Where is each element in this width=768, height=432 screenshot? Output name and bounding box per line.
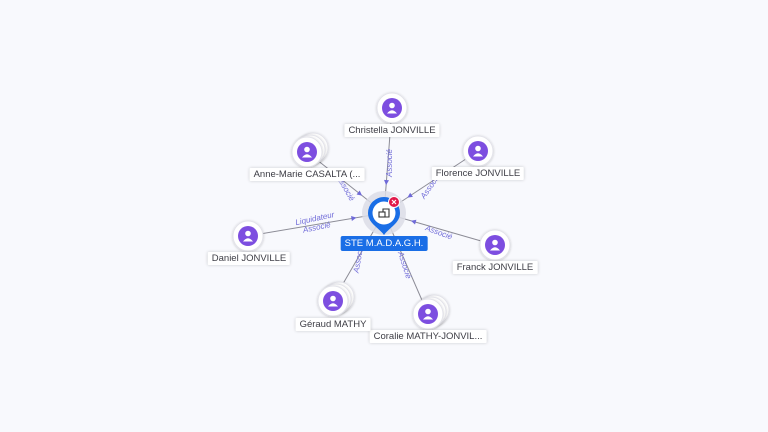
person-node-daniel[interactable] — [232, 220, 264, 252]
edge-role-label: Associé — [385, 148, 394, 178]
company-pin-inner — [372, 201, 396, 225]
person-name-label[interactable]: Coralie MATHY-JONVIL... — [369, 330, 487, 343]
person-name-label[interactable]: Florence JONVILLE — [431, 167, 525, 180]
edge-arrow-icon — [356, 190, 363, 196]
edge-role-label: LiquidateurAssocié — [295, 210, 338, 236]
person-icon — [328, 295, 338, 307]
person-icon — [473, 145, 483, 157]
person-icon — [423, 308, 433, 320]
edge-arrow-icon — [407, 192, 413, 198]
company-node[interactable] — [362, 191, 406, 235]
person-icon — [490, 239, 500, 251]
person-icon — [302, 146, 312, 158]
edge-arrow-icon — [351, 216, 357, 221]
person-name-label[interactable]: Christella JONVILLE — [344, 124, 440, 137]
edge-arrow-icon — [410, 219, 417, 225]
person-node-coralie[interactable] — [412, 294, 450, 330]
edge-role-label: Associé — [396, 249, 414, 280]
person-node-anne[interactable] — [291, 132, 329, 168]
company-building-icon — [378, 208, 390, 218]
person-node-franck[interactable] — [479, 229, 511, 261]
edge-role-label: Associé — [423, 223, 454, 242]
person-name-label[interactable]: Daniel JONVILLE — [207, 252, 291, 265]
edge-line — [247, 212, 385, 237]
person-name-label[interactable]: Franck JONVILLE — [452, 261, 538, 274]
person-node-geraud[interactable] — [317, 281, 355, 317]
person-node-christella[interactable] — [376, 92, 408, 124]
company-name-label[interactable]: STE M.A.D.A.G.H. — [340, 236, 428, 251]
person-node-florence[interactable] — [462, 135, 494, 167]
edge-arrow-icon — [384, 179, 389, 186]
person-name-label[interactable]: Géraud MATHY — [295, 318, 371, 331]
person-icon — [387, 102, 397, 114]
person-icon — [243, 230, 253, 242]
person-name-label[interactable]: Anne-Marie CASALTA (... — [249, 168, 365, 181]
